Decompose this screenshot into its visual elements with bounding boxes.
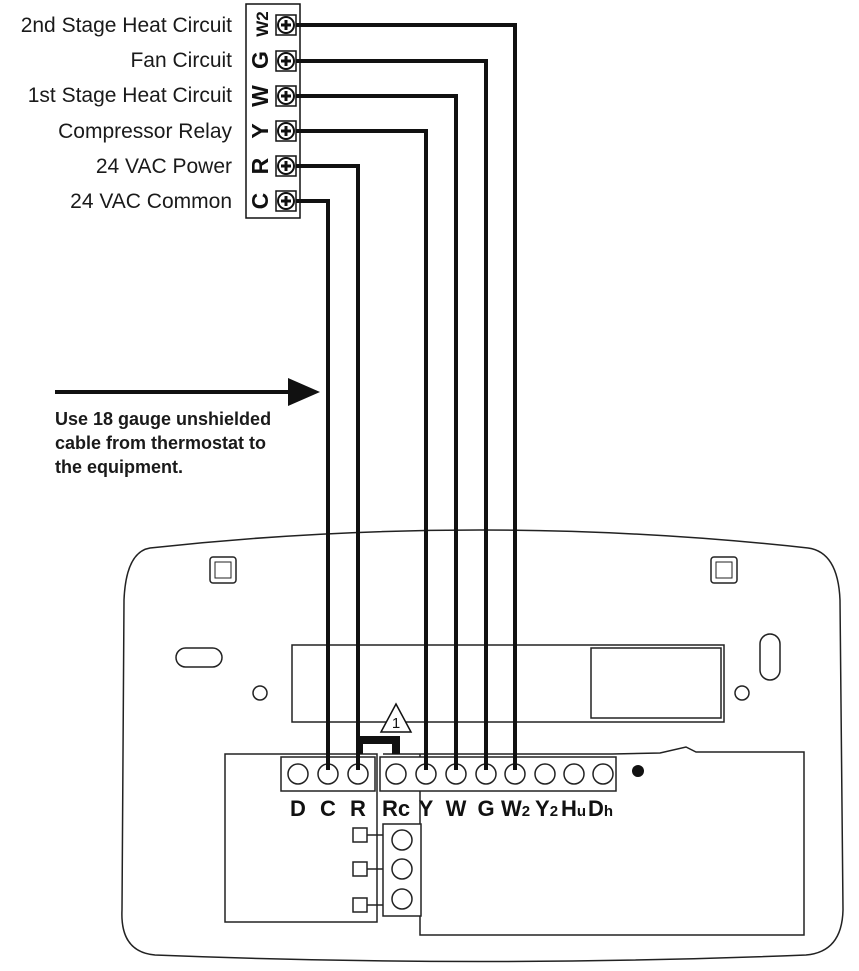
wire-y (296, 129, 428, 770)
wire-c (296, 199, 330, 770)
equipment-labels: 2nd Stage Heat Circuit Fan Circuit 1st S… (21, 14, 233, 213)
rc-r-jumper (356, 736, 400, 754)
tlabel-y: Y (419, 796, 434, 821)
tlabel-hu: Hu (561, 796, 586, 821)
tlabel-c: C (320, 796, 336, 821)
tlabel-w2: W2 (501, 796, 530, 821)
label-24vac-common: 24 VAC Common (70, 190, 232, 213)
cable-note: Use 18 gauge unshielded cable from therm… (55, 378, 320, 477)
indicator-dot (632, 765, 644, 777)
warning-number: 1 (392, 715, 400, 732)
label-2nd-stage-heat: 2nd Stage Heat Circuit (21, 14, 232, 37)
terminal-code-y: Y (247, 123, 273, 138)
arrow-right-icon (288, 378, 320, 406)
terminal-code-w2: W2 (253, 11, 272, 37)
tlabel-y2: Y2 (535, 796, 558, 821)
terminal-screw-hu (563, 763, 585, 785)
mount-hole-left (252, 685, 268, 701)
label-fan-circuit: Fan Circuit (130, 49, 232, 72)
note-line-3: the equipment. (55, 457, 183, 477)
label-24vac-power: 24 VAC Power (96, 155, 232, 178)
wire-r (296, 164, 360, 770)
wire-w2 (296, 23, 517, 770)
tlabel-dh: Dh (588, 796, 613, 821)
equipment-terminal-block: W2 G W Y R C (245, 3, 301, 219)
tlabel-w: W (446, 796, 467, 821)
mount-slot-right (759, 633, 781, 681)
wires (296, 23, 517, 770)
label-compressor-relay: Compressor Relay (58, 120, 232, 143)
wire-opening-inner (590, 647, 722, 719)
screw-icon (275, 190, 297, 212)
tlabel-g: G (477, 796, 494, 821)
screw-icon (275, 85, 297, 107)
terminal-screw-rc (385, 763, 407, 785)
screw-icon (275, 50, 297, 72)
mount-slot-left (175, 647, 223, 668)
wire-g (296, 59, 488, 770)
screw-icon (275, 155, 297, 177)
tlabel-r: R (350, 796, 366, 821)
terminal-compartments (224, 736, 805, 936)
screw-icon (275, 120, 297, 142)
tlabel-d: D (290, 796, 306, 821)
wire-w (296, 94, 458, 770)
terminal-block-outline (245, 3, 301, 219)
terminal-code-c: C (247, 193, 273, 210)
terminal-screw-y2 (534, 763, 556, 785)
warning-triangle-icon: 1 (379, 702, 413, 733)
right-compartment (383, 746, 805, 936)
note-line-1: Use 18 gauge unshielded (55, 409, 271, 429)
note-line-2: cable from thermostat to (55, 433, 266, 453)
terminal-code-r: R (247, 157, 273, 174)
label-1st-stage-heat: 1st Stage Heat Circuit (28, 84, 232, 107)
terminal-screw-dh (592, 763, 614, 785)
tlabel-rc: Rc (382, 796, 410, 821)
mount-hole-right (734, 685, 750, 701)
terminal-code-w: W (247, 85, 273, 107)
terminal-code-g: G (247, 51, 273, 69)
terminal-screw-d (287, 763, 309, 785)
screw-icon (275, 14, 297, 36)
thermostat-terminal-labels: D C R Rc Y W G W2 Y2 Hu Dh (290, 796, 613, 821)
